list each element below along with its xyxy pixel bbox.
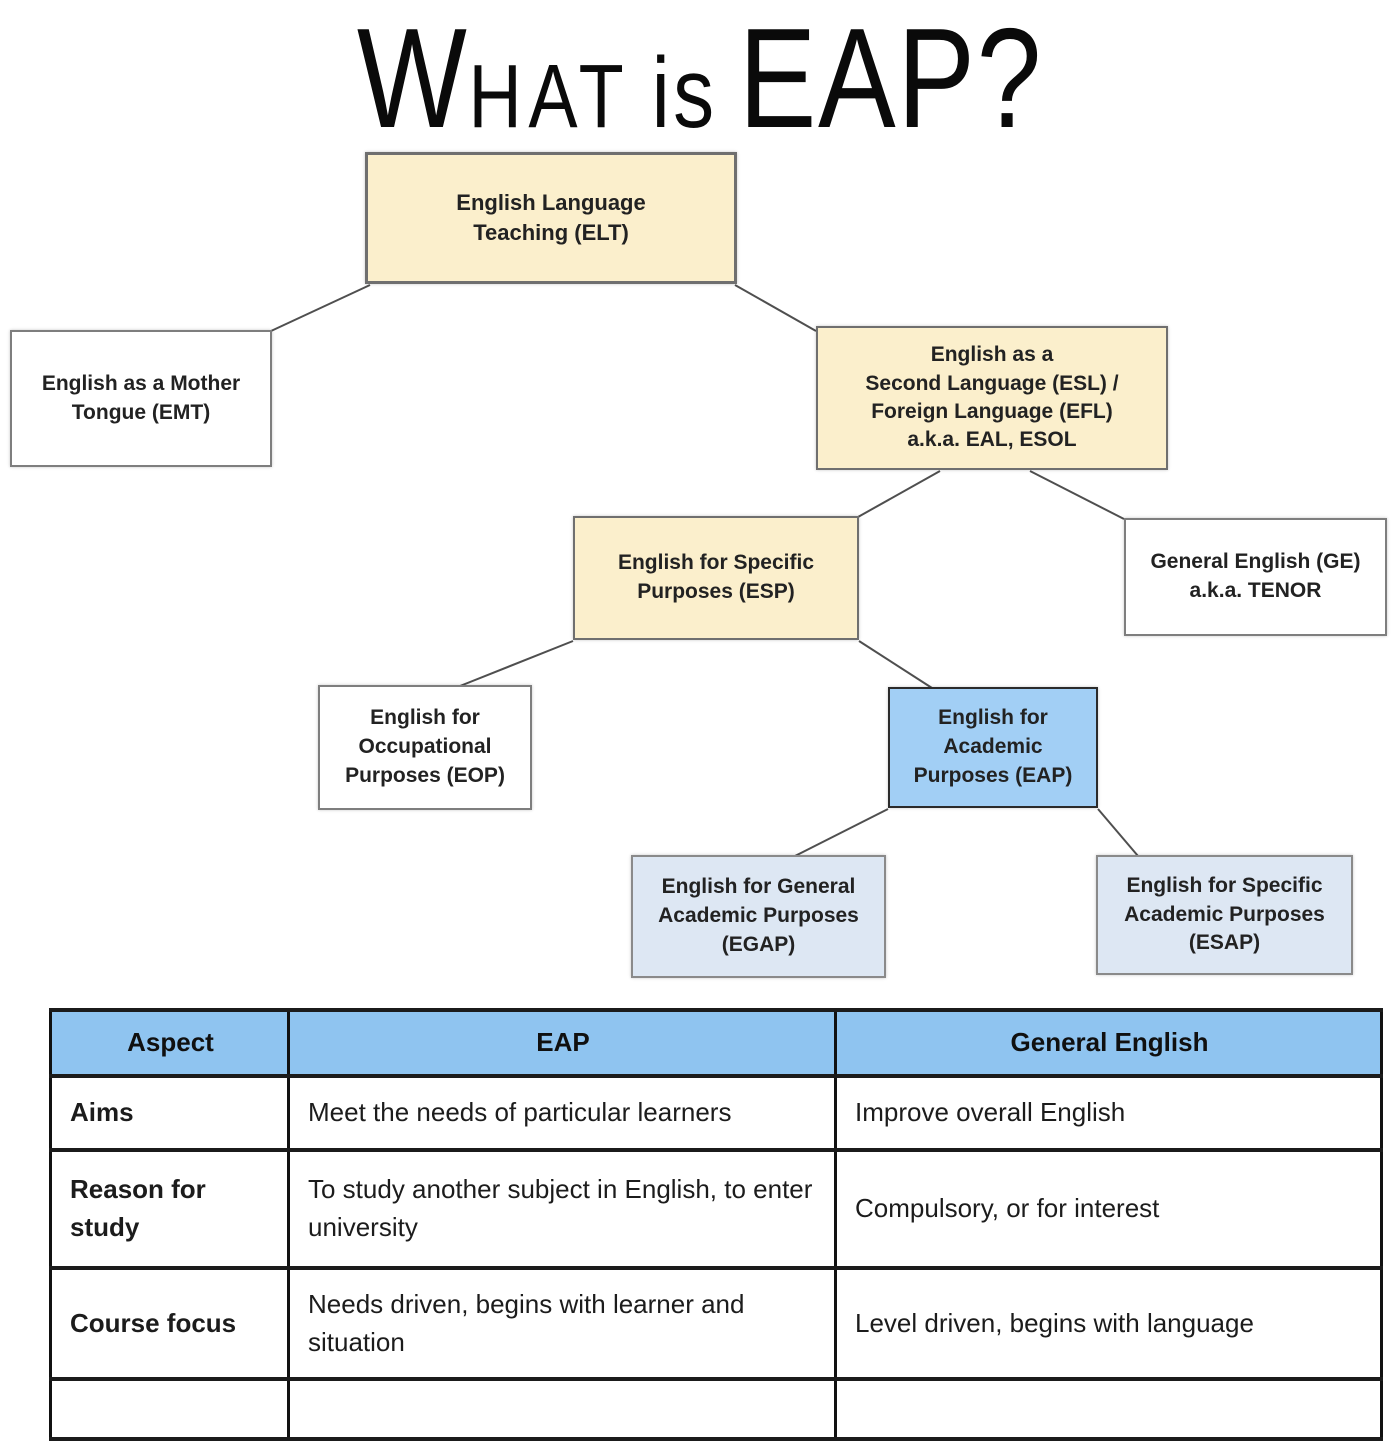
table-row — [49, 1377, 1383, 1441]
cell-partial-general — [834, 1377, 1383, 1441]
cell-aims-general: Improve overall English — [834, 1074, 1383, 1152]
table-row: Course focus Needs driven, begins with l… — [49, 1266, 1383, 1381]
page-title: W HAT is EAP? — [126, 0, 1274, 158]
cell-partial-eap — [287, 1377, 837, 1441]
node-esp: English for Specific Purposes (ESP) — [573, 516, 859, 640]
node-egap: English for General Academic Purposes (E… — [631, 855, 886, 978]
tree-connectors — [270, 284, 1139, 857]
cell-reason-aspect: Reason for study — [49, 1148, 290, 1270]
column-header-general-english: General English — [834, 1008, 1383, 1078]
title-part-is: is — [651, 37, 718, 149]
title-part-hat: HAT — [468, 47, 631, 147]
connector-elt-emt — [270, 284, 371, 332]
cell-aims-aspect: Aims — [49, 1074, 290, 1152]
node-esl-efl: English as a Second Language (ESL) / For… — [816, 326, 1168, 470]
cell-aims-eap: Meet the needs of particular learners — [287, 1074, 837, 1152]
cell-reason-eap: To study another subject in English, to … — [287, 1148, 837, 1270]
eap-vs-general-english-table: Aspect EAP General English Aims Meet the… — [49, 1008, 1383, 1441]
table-row: Reason for study To study another subjec… — [49, 1148, 1383, 1270]
cell-reason-general: Compulsory, or for interest — [834, 1148, 1383, 1270]
node-general-english: General English (GE) a.k.a. TENOR — [1124, 518, 1387, 636]
cell-partial-aspect — [49, 1377, 290, 1441]
cell-focus-eap: Needs driven, begins with learner and si… — [287, 1266, 837, 1381]
cell-focus-aspect: Course focus — [49, 1266, 290, 1381]
connector-esp-eop — [459, 640, 574, 687]
node-eap: English for Academic Purposes (EAP) — [888, 687, 1098, 808]
node-esap: English for Specific Academic Purposes (… — [1096, 855, 1353, 975]
connector-eap-esap — [1097, 808, 1139, 857]
title-part-w: W — [356, 0, 469, 158]
connector-eap-egap — [794, 808, 889, 857]
cell-focus-general: Level driven, begins with language — [834, 1266, 1383, 1381]
table-header-row: Aspect EAP General English — [49, 1008, 1383, 1078]
elt-tree-diagram: English Language Teaching (ELT) English … — [10, 152, 1387, 978]
connector-elt-esl — [734, 284, 817, 332]
column-header-eap: EAP — [287, 1008, 837, 1078]
node-eop: English for Occupational Purposes (EOP) — [318, 685, 532, 810]
table-row: Aims Meet the needs of particular learne… — [49, 1074, 1383, 1152]
connector-esl-ge — [1029, 470, 1125, 520]
title-part-eap: EAP? — [738, 0, 1044, 158]
node-emt: English as a Mother Tongue (EMT) — [10, 330, 272, 467]
column-header-aspect: Aspect — [49, 1008, 290, 1078]
connector-esp-eap — [858, 640, 933, 689]
connector-esl-esp — [857, 470, 941, 518]
node-elt: English Language Teaching (ELT) — [365, 152, 737, 284]
